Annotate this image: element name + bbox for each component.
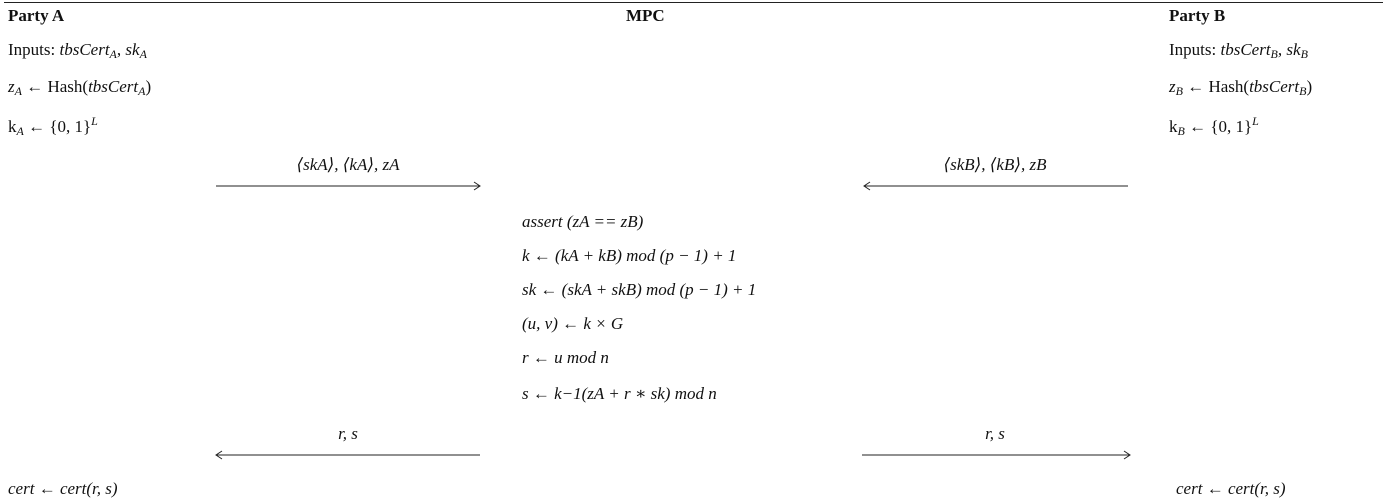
party-b-header: Party B — [1169, 6, 1226, 25]
party-a-cert: cert ← cert(r, s) — [8, 479, 118, 498]
mpc-step-r: r ← u mod n — [522, 348, 609, 367]
party-a-hash: zA ← Hash(tbsCertA) — [8, 77, 152, 98]
mpc-step-s: s ← k−1(zA + r ∗ sk) mod n — [522, 384, 717, 403]
msg-a-to-mpc-label: ⟨skA⟩, ⟨kA⟩, zA — [296, 155, 400, 174]
msg-mpc-to-b-label: r, s — [985, 424, 1005, 443]
party-b-hash: zB ← Hash(tbsCertB) — [1169, 77, 1313, 98]
top-rule — [4, 2, 1383, 3]
msg-mpc-to-a-label: r, s — [338, 424, 358, 443]
party-b-inputs: Inputs: tbsCertB, skB — [1169, 40, 1308, 61]
arrow-mpc-to-b — [862, 449, 1132, 461]
arrow-b-to-mpc — [862, 180, 1130, 192]
mpc-step-point: (u, v) ← k × G — [522, 314, 624, 333]
arrow-mpc-to-a — [214, 449, 482, 461]
party-b-nonce: kB ← {0, 1}L — [1169, 114, 1259, 138]
party-b-cert: cert ← cert(r, s) — [1176, 479, 1286, 498]
party-a-nonce: kA ← {0, 1}L — [8, 114, 98, 138]
mpc-step-nonce: k ← (kA + kB) mod (p − 1) + 1 — [522, 246, 737, 265]
party-a-header: Party A — [8, 6, 65, 25]
mpc-header: MPC — [626, 6, 665, 25]
mpc-step-assert: assert (zA == zB) — [522, 212, 644, 231]
arrow-a-to-mpc — [216, 180, 482, 192]
mpc-step-secret-key: sk ← (skA + skB) mod (p − 1) + 1 — [522, 280, 757, 299]
msg-b-to-mpc-label: ⟨skB⟩, ⟨kB⟩, zB — [943, 155, 1047, 174]
party-a-inputs: Inputs: tbsCertA, skA — [8, 40, 147, 61]
